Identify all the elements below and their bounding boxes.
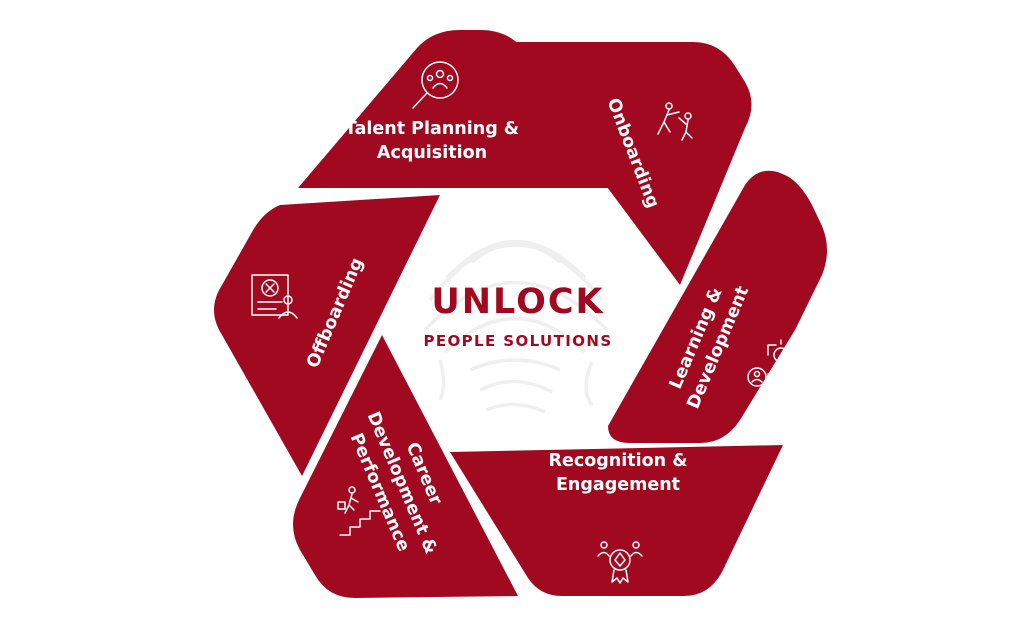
label-recognition: Recognition & Engagement <box>549 451 688 495</box>
award-people-icon <box>597 541 643 584</box>
stairs-climber-icon <box>337 486 381 536</box>
segment-offboarding[interactable] <box>214 195 440 476</box>
brand-subtitle: PEOPLE SOLUTIONS <box>423 332 612 350</box>
segment-label-line: Engagement <box>556 475 680 495</box>
segment-label-line: Recognition & <box>549 451 688 471</box>
brand-title: UNLOCK <box>431 282 604 322</box>
resignation-document-icon <box>251 274 298 319</box>
fingerprint-watermark <box>423 239 609 414</box>
magnifier-people-icon <box>412 61 459 109</box>
segment-recognition[interactable] <box>450 445 783 596</box>
helping-hand-icon <box>657 102 693 141</box>
segment-learning[interactable] <box>608 170 827 443</box>
label-talent: Talent Planning & Acquisition <box>345 119 519 163</box>
segment-onboarding[interactable] <box>499 42 752 285</box>
segment-talent[interactable] <box>298 30 618 188</box>
idea-person-icon <box>747 339 791 387</box>
segment-label-line: Talent Planning & <box>345 119 519 139</box>
segment-label-line: Acquisition <box>377 143 487 163</box>
